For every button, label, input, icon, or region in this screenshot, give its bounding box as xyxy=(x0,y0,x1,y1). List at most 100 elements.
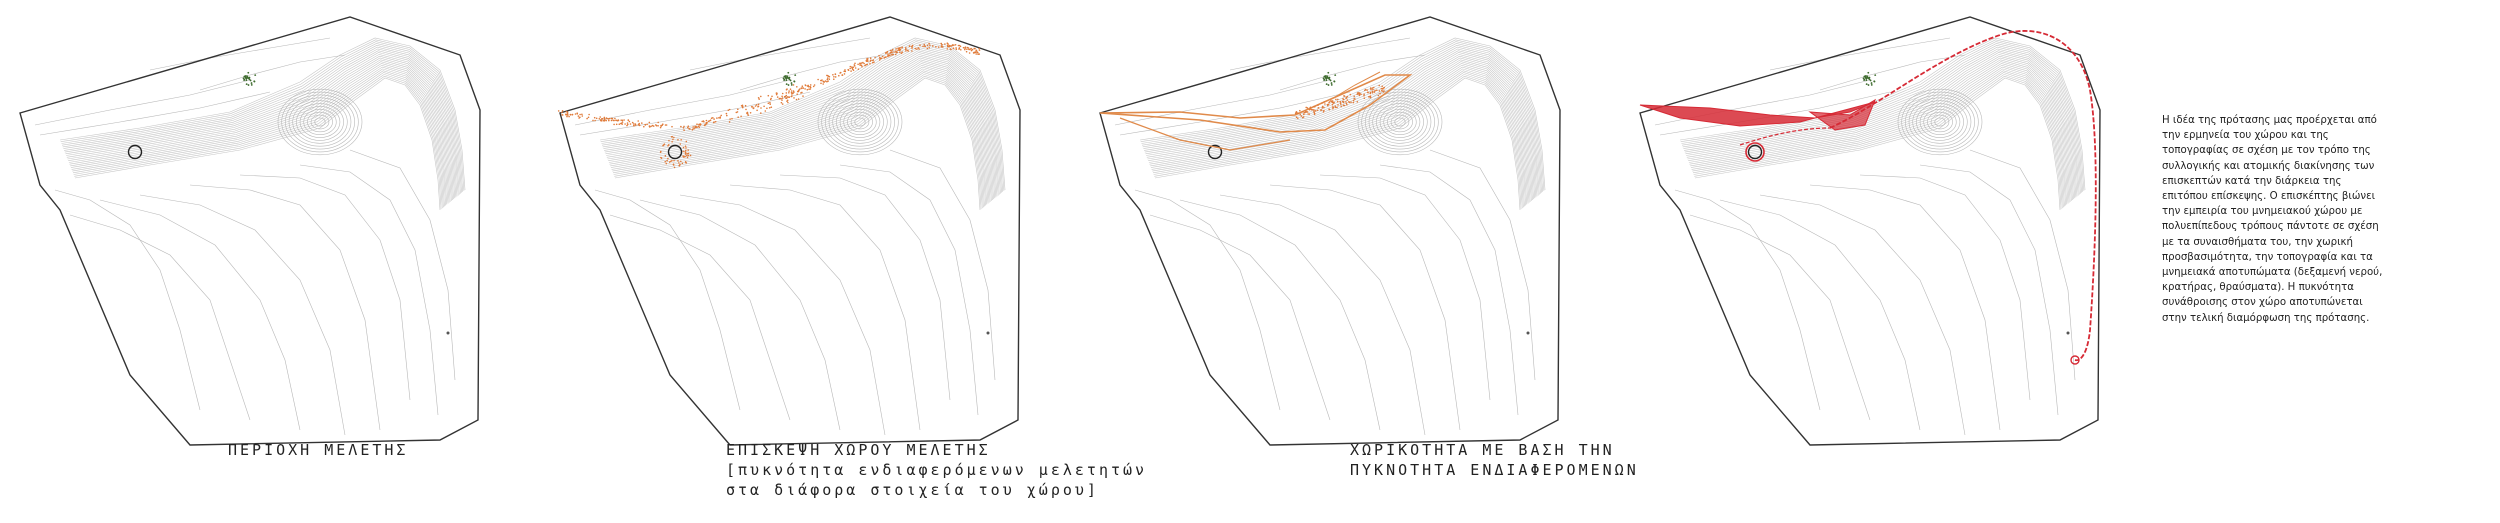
visitor-dot xyxy=(849,65,852,68)
vegetation-dot xyxy=(254,74,257,77)
visitor-dot xyxy=(698,126,700,129)
visitor-dot xyxy=(785,97,787,100)
visitor-dot xyxy=(1382,91,1385,93)
visitor-dot xyxy=(826,78,829,81)
contour-line xyxy=(614,77,981,211)
visitor-dot xyxy=(644,123,646,126)
site-map xyxy=(1099,16,1561,446)
contour-line xyxy=(739,54,886,91)
contour-line xyxy=(70,66,448,205)
visitor-dot xyxy=(919,44,921,46)
visitor-dot xyxy=(1328,101,1331,103)
contour-line xyxy=(889,149,996,381)
visitor-dot xyxy=(826,80,828,83)
contour-ring xyxy=(1916,103,1964,141)
contour-ring xyxy=(285,94,355,150)
vegetation-dot xyxy=(1865,83,1868,86)
visitor-dot xyxy=(932,45,934,47)
vegetation-dot xyxy=(1333,80,1336,83)
contour-line xyxy=(63,46,460,195)
proposal-layout xyxy=(1639,30,2097,365)
contour-line xyxy=(68,61,451,202)
visitor-dot xyxy=(621,119,624,122)
visitor-dot xyxy=(918,48,920,50)
visitor-dot xyxy=(958,44,961,47)
visitor-dot xyxy=(878,54,880,57)
vegetation-dot xyxy=(1324,75,1327,77)
visitor-dot xyxy=(940,45,943,47)
visitor-dot xyxy=(1305,106,1307,109)
visitor-dot xyxy=(869,57,872,59)
visitor-dot xyxy=(718,117,720,119)
vegetation-dot xyxy=(247,84,250,86)
visitor-dot xyxy=(914,47,917,50)
contour-line xyxy=(64,50,458,197)
visitor-dot xyxy=(862,61,864,64)
proposal-node xyxy=(2070,355,2080,365)
visitor-dot xyxy=(624,123,626,125)
visitor-dot xyxy=(703,124,706,126)
vegetation-dot xyxy=(1866,75,1868,77)
contour-ring xyxy=(310,114,330,130)
visitor-dot xyxy=(789,88,792,90)
visitor-dot xyxy=(970,49,973,52)
contour-line xyxy=(299,164,439,416)
visitor-dot xyxy=(755,104,758,106)
visitor-dot xyxy=(786,99,789,102)
contour-line xyxy=(62,44,461,194)
visitor-dot xyxy=(749,112,752,114)
visitor-dot xyxy=(865,63,867,66)
visitor-dot xyxy=(725,112,728,115)
visitor-dot xyxy=(650,125,652,128)
visitor-dot xyxy=(1356,93,1358,96)
contour-line xyxy=(1279,54,1426,91)
contour-line xyxy=(1149,63,1530,203)
contour-ring xyxy=(1372,100,1428,144)
visitor-dot xyxy=(664,160,667,163)
visitor-dot xyxy=(684,155,686,158)
visitor-dot xyxy=(623,119,625,121)
contour-ring xyxy=(1368,97,1432,147)
visitor-dot xyxy=(687,126,689,129)
visitor-dot xyxy=(809,86,812,88)
visitor-dot xyxy=(565,110,568,113)
contour-line xyxy=(1719,199,1921,431)
visitor-dot xyxy=(1343,95,1345,97)
contour-line xyxy=(603,46,1000,195)
visitor-dot xyxy=(1328,108,1331,111)
visitor-dot xyxy=(1297,117,1299,120)
visitor-dot xyxy=(820,79,822,82)
visitor-dot xyxy=(891,51,893,54)
visitor-dot xyxy=(613,123,615,126)
visitor-dot xyxy=(1353,95,1355,98)
vegetation-dot xyxy=(243,79,246,82)
visitor-dot xyxy=(655,124,658,127)
visitor-dot xyxy=(786,96,789,98)
contour-ring xyxy=(1387,111,1413,133)
visitor-dot xyxy=(1332,108,1334,110)
visitor-dot xyxy=(1331,103,1334,106)
contour-line xyxy=(610,66,988,205)
visitor-dot xyxy=(714,120,717,123)
contour-ring xyxy=(1361,91,1439,153)
contour-line xyxy=(1687,57,2073,201)
vegetation-dot xyxy=(1326,75,1328,77)
visitor-dot xyxy=(637,123,640,126)
contour-line xyxy=(39,91,271,136)
visitor-dot xyxy=(687,152,690,155)
visitor-dot xyxy=(685,162,688,164)
visitor-dot xyxy=(741,104,744,107)
site-boundary xyxy=(19,16,481,446)
visitor-dot xyxy=(757,103,760,106)
contour-line xyxy=(729,184,921,431)
vegetation-dot xyxy=(1873,80,1876,83)
visitor-dot xyxy=(844,70,847,73)
visitor-dot xyxy=(682,155,685,157)
visitor-dot xyxy=(899,51,901,54)
contour-line xyxy=(69,63,450,203)
visitor-dot xyxy=(746,111,749,114)
visitor-dot xyxy=(566,115,568,118)
visitor-dot xyxy=(576,112,578,114)
visitor-dot xyxy=(1323,109,1325,112)
vegetation-dot xyxy=(1868,78,1871,81)
